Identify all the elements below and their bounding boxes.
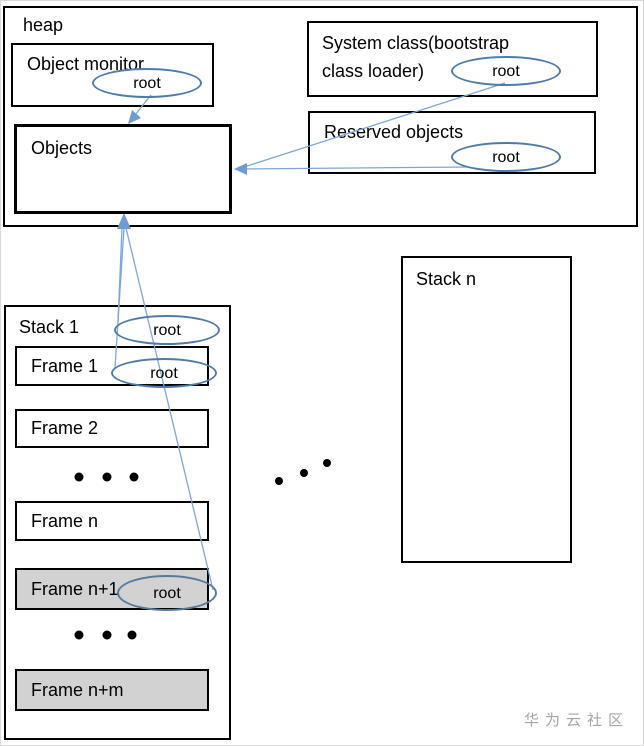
system-class-label: System class(bootstrap class loader) — [322, 33, 510, 81]
frame-nm-label: Frame n+m — [31, 679, 124, 700]
frame-n1-label: Frame n+1 — [31, 578, 119, 599]
system-class-box: System class(bootstrap class loader) — [307, 21, 598, 97]
root-ellipse-stack1: root — [114, 315, 220, 345]
stackn-label: Stack n — [416, 269, 477, 289]
root-ellipse-object-monitor: root — [92, 68, 202, 98]
frame2-box: Frame 2 — [15, 409, 209, 448]
frame1-label: Frame 1 — [31, 355, 99, 376]
root-ellipse-frame1: root — [111, 358, 217, 388]
heap-label: heap — [23, 15, 64, 35]
frame-n-label: Frame n — [31, 510, 99, 531]
frame-n-box: Frame n — [15, 501, 209, 541]
root-ellipse-reserved-objects: root — [451, 142, 561, 172]
root-label-system-class: root — [492, 63, 520, 80]
objects-label: Objects — [31, 138, 93, 158]
root-ellipse-frame-n1: root — [117, 575, 217, 611]
object-monitor-label: Object monitor — [27, 54, 145, 74]
frame-nm-box: Frame n+m — [15, 669, 209, 711]
ellipsis-dots-between-stacks — [275, 459, 331, 485]
root-label-frame1: root — [150, 365, 178, 382]
stack1-label: Stack 1 — [19, 317, 80, 337]
root-label-reserved-objects: root — [492, 149, 520, 166]
root-label-frame-n1: root — [153, 585, 181, 602]
root-label-stack1: root — [153, 322, 181, 339]
frame2-label: Frame 2 — [31, 418, 99, 438]
objects-box: Objects — [14, 124, 232, 214]
root-ellipse-system-class: root — [451, 56, 561, 86]
reserved-objects-label: Reserved objects — [324, 122, 464, 142]
watermark: 华为云社区 — [523, 712, 629, 729]
root-label-object-monitor: root — [133, 75, 161, 92]
stackn-box: Stack n — [401, 256, 572, 563]
